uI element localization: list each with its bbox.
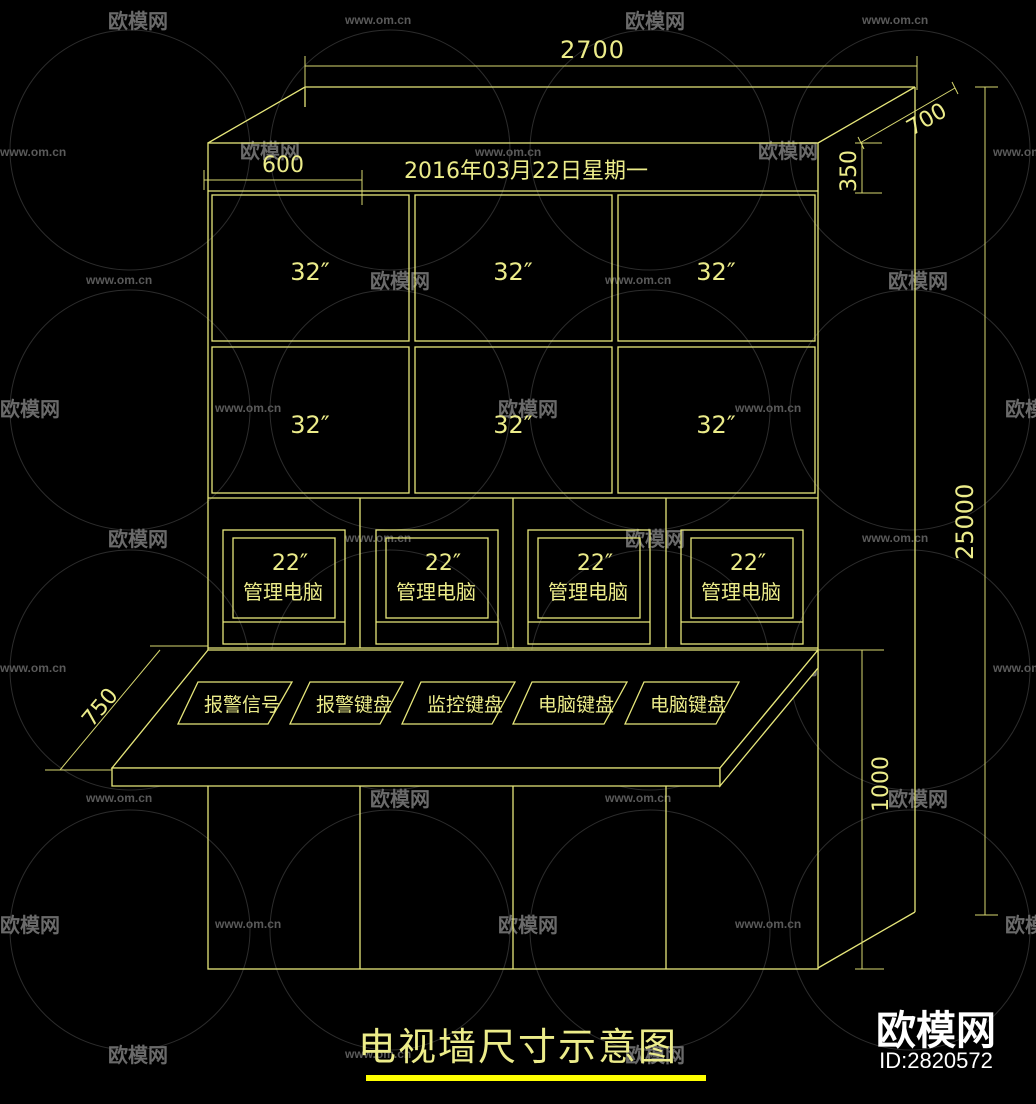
watermark-brand: 欧模网 [0, 913, 60, 937]
monitor-group [222, 529, 804, 645]
watermark-brand: 欧模网 [1005, 397, 1036, 421]
drawing-title: 电视墙尺寸示意图 [358, 1025, 678, 1069]
watermark-brand: 欧模网 [888, 787, 948, 811]
screen-size-label: 32″ [493, 258, 533, 286]
date-banner: 2016年03月22日星期一 [404, 159, 648, 184]
watermark-brand: 欧模网 [370, 787, 430, 811]
watermark-url: www.om.cn [992, 145, 1036, 159]
watermark-url: www.om.cn [734, 401, 801, 415]
watermark-brand: 欧模网 [498, 913, 558, 937]
screen-size-label: 32″ [290, 411, 330, 439]
screen-size-label: 32″ [290, 258, 330, 286]
monitor-size-label: 22″ [425, 551, 461, 576]
dim-depth: 700 [903, 99, 952, 142]
screen-size-label: 32″ [696, 411, 736, 439]
watermark-url: www.om.cn [214, 401, 281, 415]
watermark-url: www.om.cn [344, 1047, 411, 1061]
screen-size-label: 32″ [493, 411, 533, 439]
watermark-url: www.om.cn [861, 531, 928, 545]
watermark-url: www.om.cn [474, 145, 541, 159]
screen-size-label: 32″ [696, 258, 736, 286]
dim-desk-depth: 750 [77, 684, 123, 732]
desk-key-labels: 报警信号 报警键盘 监控键盘 电脑键盘 电脑键盘 [204, 694, 726, 716]
monitor-labels: 22″ 管理电脑 22″ 管理电脑 22″ 管理电脑 22″ 管理电脑 [243, 551, 781, 604]
watermark-url: www.om.cn [0, 661, 66, 675]
watermark-brand: 欧模网 [1005, 913, 1036, 937]
watermark-url: www.om.cn [0, 145, 66, 159]
watermark-brand: 欧模网 [0, 397, 60, 421]
lower-cabinet [359, 786, 667, 969]
monitor-name-label: 管理电脑 [243, 580, 323, 604]
monitor-size-label: 22″ [272, 551, 308, 576]
desk-key-label: 电脑键盘 [538, 694, 614, 716]
monitor-name-label: 管理电脑 [701, 580, 781, 604]
watermark-brand: 欧模网 [625, 9, 685, 33]
desk-key-label: 报警键盘 [316, 694, 392, 716]
watermark-brand: 欧模网 [498, 397, 558, 421]
brand-id: ID:2820572 [879, 1048, 993, 1073]
watermark-brand: 欧模网 [625, 527, 685, 551]
watermark-brand: 欧模网 [108, 9, 168, 33]
screen-labels: 32″ 32″ 32″ 32″ 32″ 32″ [290, 258, 736, 439]
dim-header-height: 350 [837, 150, 862, 192]
watermark-url: www.om.cn [861, 13, 928, 27]
watermark-brand: 欧模网 [370, 269, 430, 293]
watermark-url: www.om.cn [214, 917, 281, 931]
monitor-size-label: 22″ [730, 551, 766, 576]
watermark-brand: 欧模网 [108, 527, 168, 551]
dim-total-height: 25000 [951, 484, 979, 560]
dimension-lines [45, 56, 998, 970]
console-desk [110, 648, 820, 788]
desk-key-label: 报警信号 [204, 694, 280, 716]
monitor-name-label: 管理电脑 [396, 580, 476, 604]
watermark-url: www.om.cn [85, 273, 152, 287]
desk-key-label: 电脑键盘 [650, 694, 726, 716]
watermark-brand: 欧模网 [108, 1043, 168, 1067]
desk-key-label: 监控键盘 [427, 694, 503, 716]
watermark-url: www.om.cn [604, 791, 671, 805]
watermark-url: www.om.cn [344, 531, 411, 545]
watermark-brand: 欧模网 [888, 269, 948, 293]
watermark-url: www.om.cn [344, 13, 411, 27]
dim-desk-height: 1000 [869, 756, 894, 812]
watermark-brand: 欧模网 [625, 1043, 685, 1067]
title-underline [366, 1075, 706, 1081]
monitor-size-label: 22″ [577, 551, 613, 576]
brand-logo: 欧模网 [876, 1008, 996, 1054]
watermark-url: www.om.cn [992, 661, 1036, 675]
watermark-url: www.om.cn [604, 273, 671, 287]
watermark-url: www.om.cn [85, 791, 152, 805]
dim-total-width: 2700 [560, 36, 625, 64]
watermark-url: www.om.cn [734, 917, 801, 931]
monitor-name-label: 管理电脑 [548, 580, 628, 604]
dim-module-width: 600 [262, 153, 304, 178]
